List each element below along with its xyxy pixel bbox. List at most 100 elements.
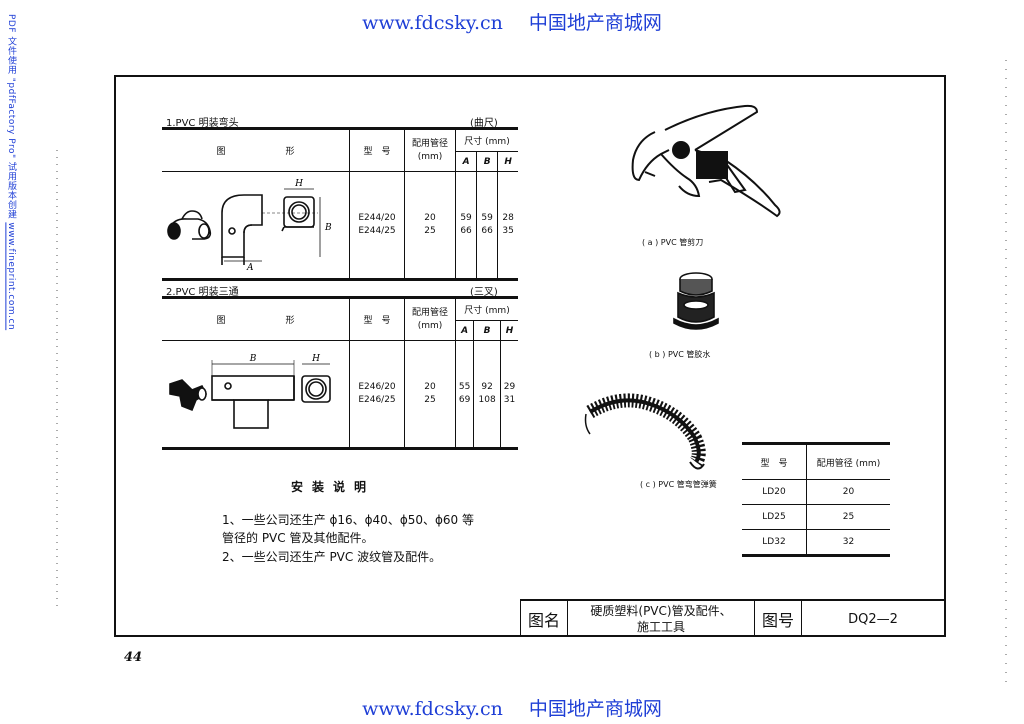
notes-title: 安装说明 [291, 480, 376, 494]
table2-row1-h: 29 [503, 382, 516, 392]
table-row: LD25 25 [742, 504, 890, 530]
table2-col-b: B [473, 320, 501, 341]
table2-row1-pipe: 20 [424, 382, 436, 392]
table1-row2-pipe: 25 [424, 226, 436, 236]
caption-pipe-cutter: ( a ) PVC 管剪刀 [642, 238, 704, 247]
elbow-fitting-drawing: H B A [167, 179, 332, 273]
note-line-1: 1、一些公司还生产 ϕ16、ϕ40、ϕ50、ϕ60 等 [222, 513, 475, 527]
elbow-dim-h: H [294, 179, 303, 189]
table1-head-figure-b: 形 [285, 147, 295, 157]
title-block: 图名 硬质塑料(PVC)管及配件、 施工工具 图号 DQ2—2 [520, 599, 944, 637]
ld-row3-pipe: 32 [806, 529, 890, 555]
table1-col-b: B [476, 151, 499, 172]
ld-row3-model: LD32 [742, 529, 807, 555]
ld-row1-model: LD20 [742, 479, 807, 505]
table1-row1-b: 59 [481, 213, 493, 223]
table1-head-figure: 图形 [162, 129, 350, 172]
ld-row2-pipe: 25 [806, 504, 890, 530]
table2-head-pipe-unit: (mm) [417, 320, 443, 331]
table2-head-pipe-label: 配用管径 [411, 307, 448, 318]
table-row: LD32 32 [742, 529, 890, 555]
spring-model-table: 型 号 配用管径 (mm) LD20 20 LD25 25 LD32 32 [742, 442, 890, 557]
pipe-bending-spring-illustration [584, 393, 706, 470]
note-line-3: 2、一些公司还生产 PVC 波纹管及配件。 [222, 550, 442, 564]
table2-head-figure-b: 形 [285, 316, 295, 326]
table1-row1-pipe: 20 [424, 213, 436, 223]
ld-row2-model: LD25 [742, 504, 807, 530]
table2-row2-a: 69 [458, 395, 471, 405]
header-banner: www.fdcsky.cn 中国地产商城网 [0, 8, 1024, 35]
ld-head-model: 型 号 [742, 444, 807, 480]
table2-tag: (三叉) [470, 287, 498, 298]
table2-head-size: 尺寸 (mm) [455, 298, 518, 321]
tee-dim-b: B [249, 354, 257, 364]
elbow-dim-a: A [246, 263, 254, 273]
table2-col-a: A [454, 320, 475, 341]
footer-site-name: 中国地产商城网 [528, 698, 662, 720]
pdf-watermark: PDF 文件使用 "pdfFactory Pro" 试用版本创建 www.fin… [4, 14, 18, 330]
table2-col-h: H [499, 320, 518, 341]
table2-row1-a: 55 [458, 382, 471, 392]
table2-head-figure: 图形 [162, 298, 350, 341]
page-number: 44 [124, 650, 143, 665]
ld-head-pipe: 配用管径 (mm) [806, 444, 890, 480]
table1-tag: (曲尺) [470, 118, 498, 129]
title-block-name-line1: 硬质塑料(PVC)管及配件、 [590, 604, 732, 618]
table1-head-model: 型 号 [349, 129, 405, 172]
table1-row2-a: 66 [460, 226, 472, 236]
table1-head-figure-a: 图 [216, 147, 226, 157]
table2-row2-b: 108 [478, 395, 496, 405]
table1-title: 1.PVC 明装弯头 [166, 118, 239, 129]
elbow-dim-b: B [324, 223, 332, 233]
footer-site-url[interactable]: www.fdcsky.cn [362, 698, 503, 720]
pvc-pipe-cutter-illustration [631, 104, 781, 218]
table1-col-h: H [497, 151, 518, 172]
title-block-drawing-number: DQ2—2 [801, 601, 944, 637]
pvc-glue-can-illustration [673, 272, 719, 330]
title-block-number-label: 图号 [754, 601, 801, 637]
table2-title: 2.PVC 明装三通 [166, 287, 239, 298]
title-block-name-label: 图名 [520, 601, 567, 637]
table2-head-pipe: 配用管径 (mm) [404, 298, 456, 341]
table1-head-pipe: 配用管径(mm) [404, 129, 456, 172]
tee-dim-h: H [311, 354, 320, 364]
header-site-url[interactable]: www.fdcsky.cn [362, 12, 503, 34]
table1-head-pipe-unit: (mm) [417, 151, 443, 162]
drawing-frame [114, 75, 946, 637]
pdf-watermark-link[interactable]: www.fineprint.com.cn [6, 222, 16, 331]
table1-row2-h: 35 [502, 226, 514, 236]
caption-pvc-glue: ( b ) PVC 管胶水 [649, 350, 711, 359]
header-site-name: 中国地产商城网 [528, 12, 662, 34]
note-line-2: 管径的 PVC 管及其他配件。 [222, 531, 374, 545]
table1-head-size: 尺寸 (mm) [455, 129, 518, 152]
table1-row1-model: E244/20 [358, 213, 396, 223]
table1-row2-b: 66 [481, 226, 493, 236]
table2-row2-h: 31 [503, 395, 516, 405]
title-block-name-line2: 施工工具 [636, 620, 685, 634]
tee-fitting-drawing: B H [169, 354, 331, 429]
table-row: LD20 20 [742, 479, 890, 505]
caption-bending-spring: ( c ) PVC 管弯管弹簧 [640, 480, 717, 489]
table2-row1-b: 92 [481, 382, 493, 392]
table2-head-model: 型 号 [349, 298, 405, 341]
title-block-name: 硬质塑料(PVC)管及配件、 施工工具 [567, 601, 754, 637]
footer-banner: www.fdcsky.cn 中国地产商城网 [0, 694, 1024, 721]
table1-row2-model: E244/25 [358, 226, 396, 236]
table2-row2-model: E246/25 [358, 395, 396, 405]
table1-row1-a: 59 [460, 213, 472, 223]
table2-head-figure-a: 图 [216, 316, 226, 326]
ld-row1-pipe: 20 [806, 479, 890, 505]
table1-row1-h: 28 [502, 213, 514, 223]
